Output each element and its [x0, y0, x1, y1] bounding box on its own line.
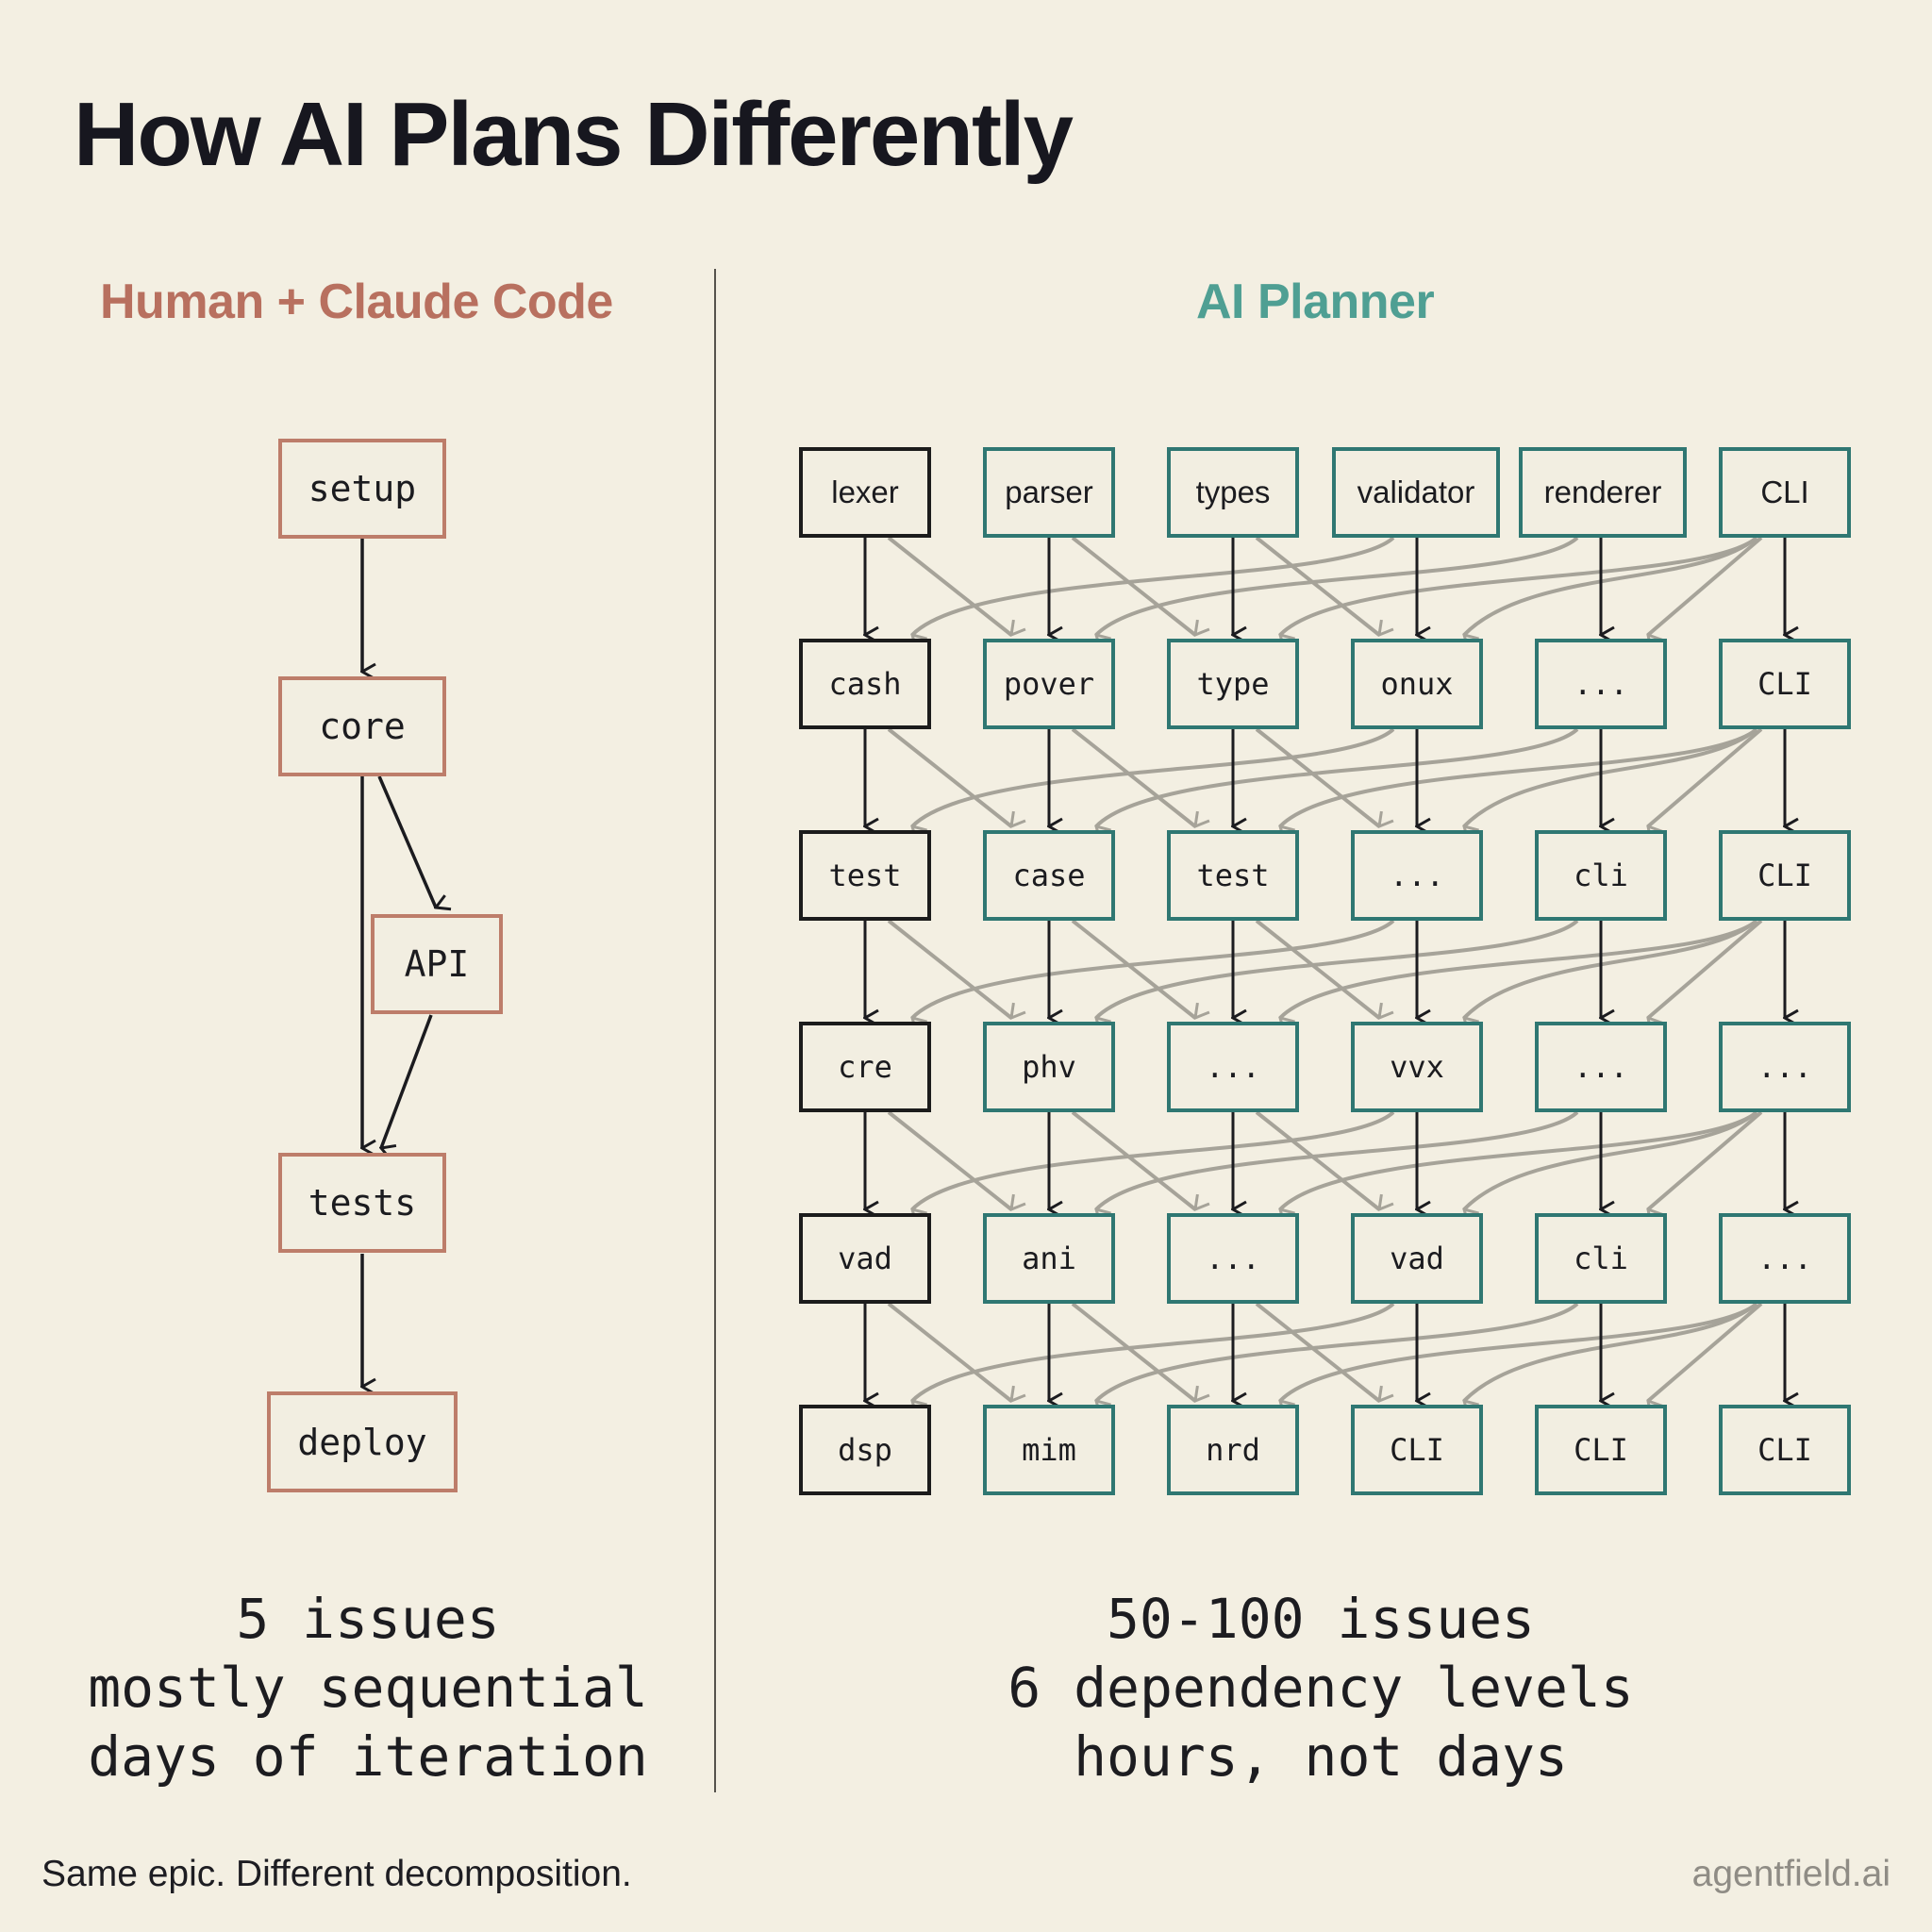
- task-node: case: [983, 830, 1115, 921]
- task-node: onux: [1351, 639, 1483, 729]
- task-label: type: [1196, 666, 1270, 702]
- task-label: ...: [1390, 858, 1444, 893]
- task-label: types: [1195, 475, 1271, 509]
- task-label: phv: [1022, 1049, 1076, 1085]
- stat-line: 6 dependency levels: [1008, 1656, 1634, 1720]
- task-node: test: [799, 830, 931, 921]
- task-node: ...: [1351, 830, 1483, 921]
- task-label: nrd: [1206, 1432, 1260, 1468]
- task-node: renderer: [1519, 447, 1687, 538]
- task-label: CLI: [1757, 858, 1812, 893]
- stat-line: 5 issues: [236, 1587, 500, 1651]
- task-label: vvx: [1390, 1049, 1444, 1085]
- stat-line: hours, not days: [1074, 1724, 1568, 1789]
- node-label: tests: [308, 1182, 417, 1224]
- node-setup: setup: [278, 439, 446, 539]
- task-node: pover: [983, 639, 1115, 729]
- ai-planner-heading: AI Planner: [1196, 275, 1435, 329]
- task-label: ...: [1206, 1049, 1260, 1085]
- task-label: pover: [1003, 666, 1095, 702]
- task-label: mim: [1022, 1432, 1076, 1468]
- node-label: API: [404, 943, 470, 985]
- task-node: type: [1167, 639, 1299, 729]
- task-label: vad: [1390, 1241, 1444, 1276]
- task-label: cli: [1574, 1241, 1628, 1276]
- human-heading: Human + Claude Code: [100, 275, 613, 329]
- column-divider: [714, 269, 716, 1792]
- task-node: ...: [1535, 1022, 1667, 1112]
- task-label: CLI: [1390, 1432, 1444, 1468]
- task-node: ...: [1167, 1022, 1299, 1112]
- task-node: types: [1167, 447, 1299, 538]
- tagline: Same epic. Different decomposition.: [42, 1854, 632, 1894]
- task-label: cash: [828, 666, 902, 702]
- task-label: CLI: [1757, 1432, 1812, 1468]
- task-node: dsp: [799, 1405, 931, 1495]
- node-label: setup: [308, 468, 417, 509]
- task-label: ...: [1574, 666, 1628, 702]
- task-node: CLI: [1719, 1405, 1851, 1495]
- node-label: core: [319, 706, 406, 747]
- task-node: parser: [983, 447, 1115, 538]
- task-node: cre: [799, 1022, 931, 1112]
- task-label: case: [1012, 858, 1086, 893]
- task-node: vad: [799, 1213, 931, 1304]
- task-label: CLI: [1757, 666, 1812, 702]
- task-label: cre: [838, 1049, 892, 1085]
- task-label: vad: [838, 1241, 892, 1276]
- task-node: vad: [1351, 1213, 1483, 1304]
- task-label: ...: [1757, 1049, 1812, 1085]
- task-label: test: [828, 858, 902, 893]
- task-label: ...: [1206, 1241, 1260, 1276]
- task-node: nrd: [1167, 1405, 1299, 1495]
- stat-line: 50-100 issues: [1107, 1587, 1535, 1651]
- stat-line: days of iteration: [88, 1724, 648, 1789]
- task-node: ani: [983, 1213, 1115, 1304]
- node-label: deploy: [297, 1421, 427, 1463]
- task-label: ...: [1757, 1241, 1812, 1276]
- task-node: ...: [1535, 639, 1667, 729]
- task-node: ...: [1167, 1213, 1299, 1304]
- node-api: API: [371, 914, 503, 1014]
- node-core: core: [278, 676, 446, 776]
- brand-link[interactable]: agentfield.ai: [1691, 1854, 1890, 1894]
- task-node: CLI: [1719, 639, 1851, 729]
- task-label: cli: [1574, 858, 1628, 893]
- task-node: CLI: [1719, 447, 1851, 538]
- task-node: phv: [983, 1022, 1115, 1112]
- node-deploy: deploy: [267, 1391, 458, 1492]
- task-node: cli: [1535, 1213, 1667, 1304]
- task-node: cli: [1535, 830, 1667, 921]
- task-node: test: [1167, 830, 1299, 921]
- task-label: parser: [1005, 475, 1093, 509]
- task-label: test: [1196, 858, 1270, 893]
- task-label: validator: [1357, 475, 1475, 509]
- task-label: lexer: [831, 475, 899, 509]
- task-label: renderer: [1543, 475, 1662, 509]
- task-label: onux: [1380, 666, 1454, 702]
- node-tests: tests: [278, 1153, 446, 1253]
- task-node: ...: [1719, 1213, 1851, 1304]
- task-label: CLI: [1574, 1432, 1628, 1468]
- task-label: dsp: [838, 1432, 892, 1468]
- task-node: mim: [983, 1405, 1115, 1495]
- task-node: CLI: [1535, 1405, 1667, 1495]
- page-title: How AI Plans Differently: [74, 84, 1074, 185]
- task-node: ...: [1719, 1022, 1851, 1112]
- task-node: validator: [1332, 447, 1500, 538]
- task-node: cash: [799, 639, 931, 729]
- stat-line: mostly sequential: [88, 1656, 648, 1720]
- task-node: vvx: [1351, 1022, 1483, 1112]
- task-label: ...: [1574, 1049, 1628, 1085]
- task-label: ani: [1022, 1241, 1076, 1276]
- task-node: CLI: [1719, 830, 1851, 921]
- task-label: CLI: [1760, 475, 1809, 509]
- task-node: CLI: [1351, 1405, 1483, 1495]
- task-node: lexer: [799, 447, 931, 538]
